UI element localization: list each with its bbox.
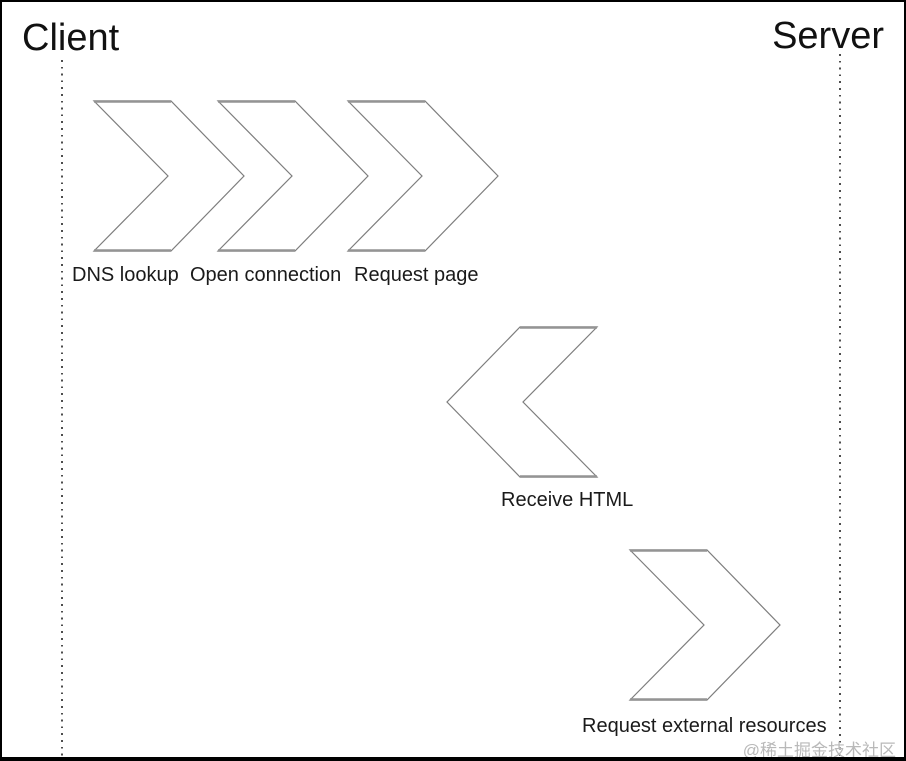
- chevron-open-connection-right-arrow: [216, 100, 369, 252]
- step-label-request-page: Request page: [354, 264, 479, 286]
- server-title: Server: [772, 15, 884, 57]
- step-label-receive-html: Receive HTML: [501, 489, 634, 511]
- chevron-request-page-right-arrow: [346, 100, 499, 252]
- chevron-receive-html-left-arrow: [446, 326, 599, 478]
- step-label-open-connection: Open connection: [190, 264, 342, 286]
- chevron-dns-lookup-right-arrow: [92, 100, 245, 252]
- juejin-watermark: @稀土掘金技术社区: [742, 741, 896, 760]
- client-lifeline-dotted: [61, 60, 63, 757]
- step-label-dns-lookup: DNS lookup: [72, 264, 179, 286]
- client-title: Client: [22, 17, 120, 59]
- step-label-request-external-resources: Request external resources: [582, 715, 827, 737]
- server-lifeline-dotted: [839, 54, 841, 757]
- chevron-request-external-resources-right-arrow: [628, 549, 781, 701]
